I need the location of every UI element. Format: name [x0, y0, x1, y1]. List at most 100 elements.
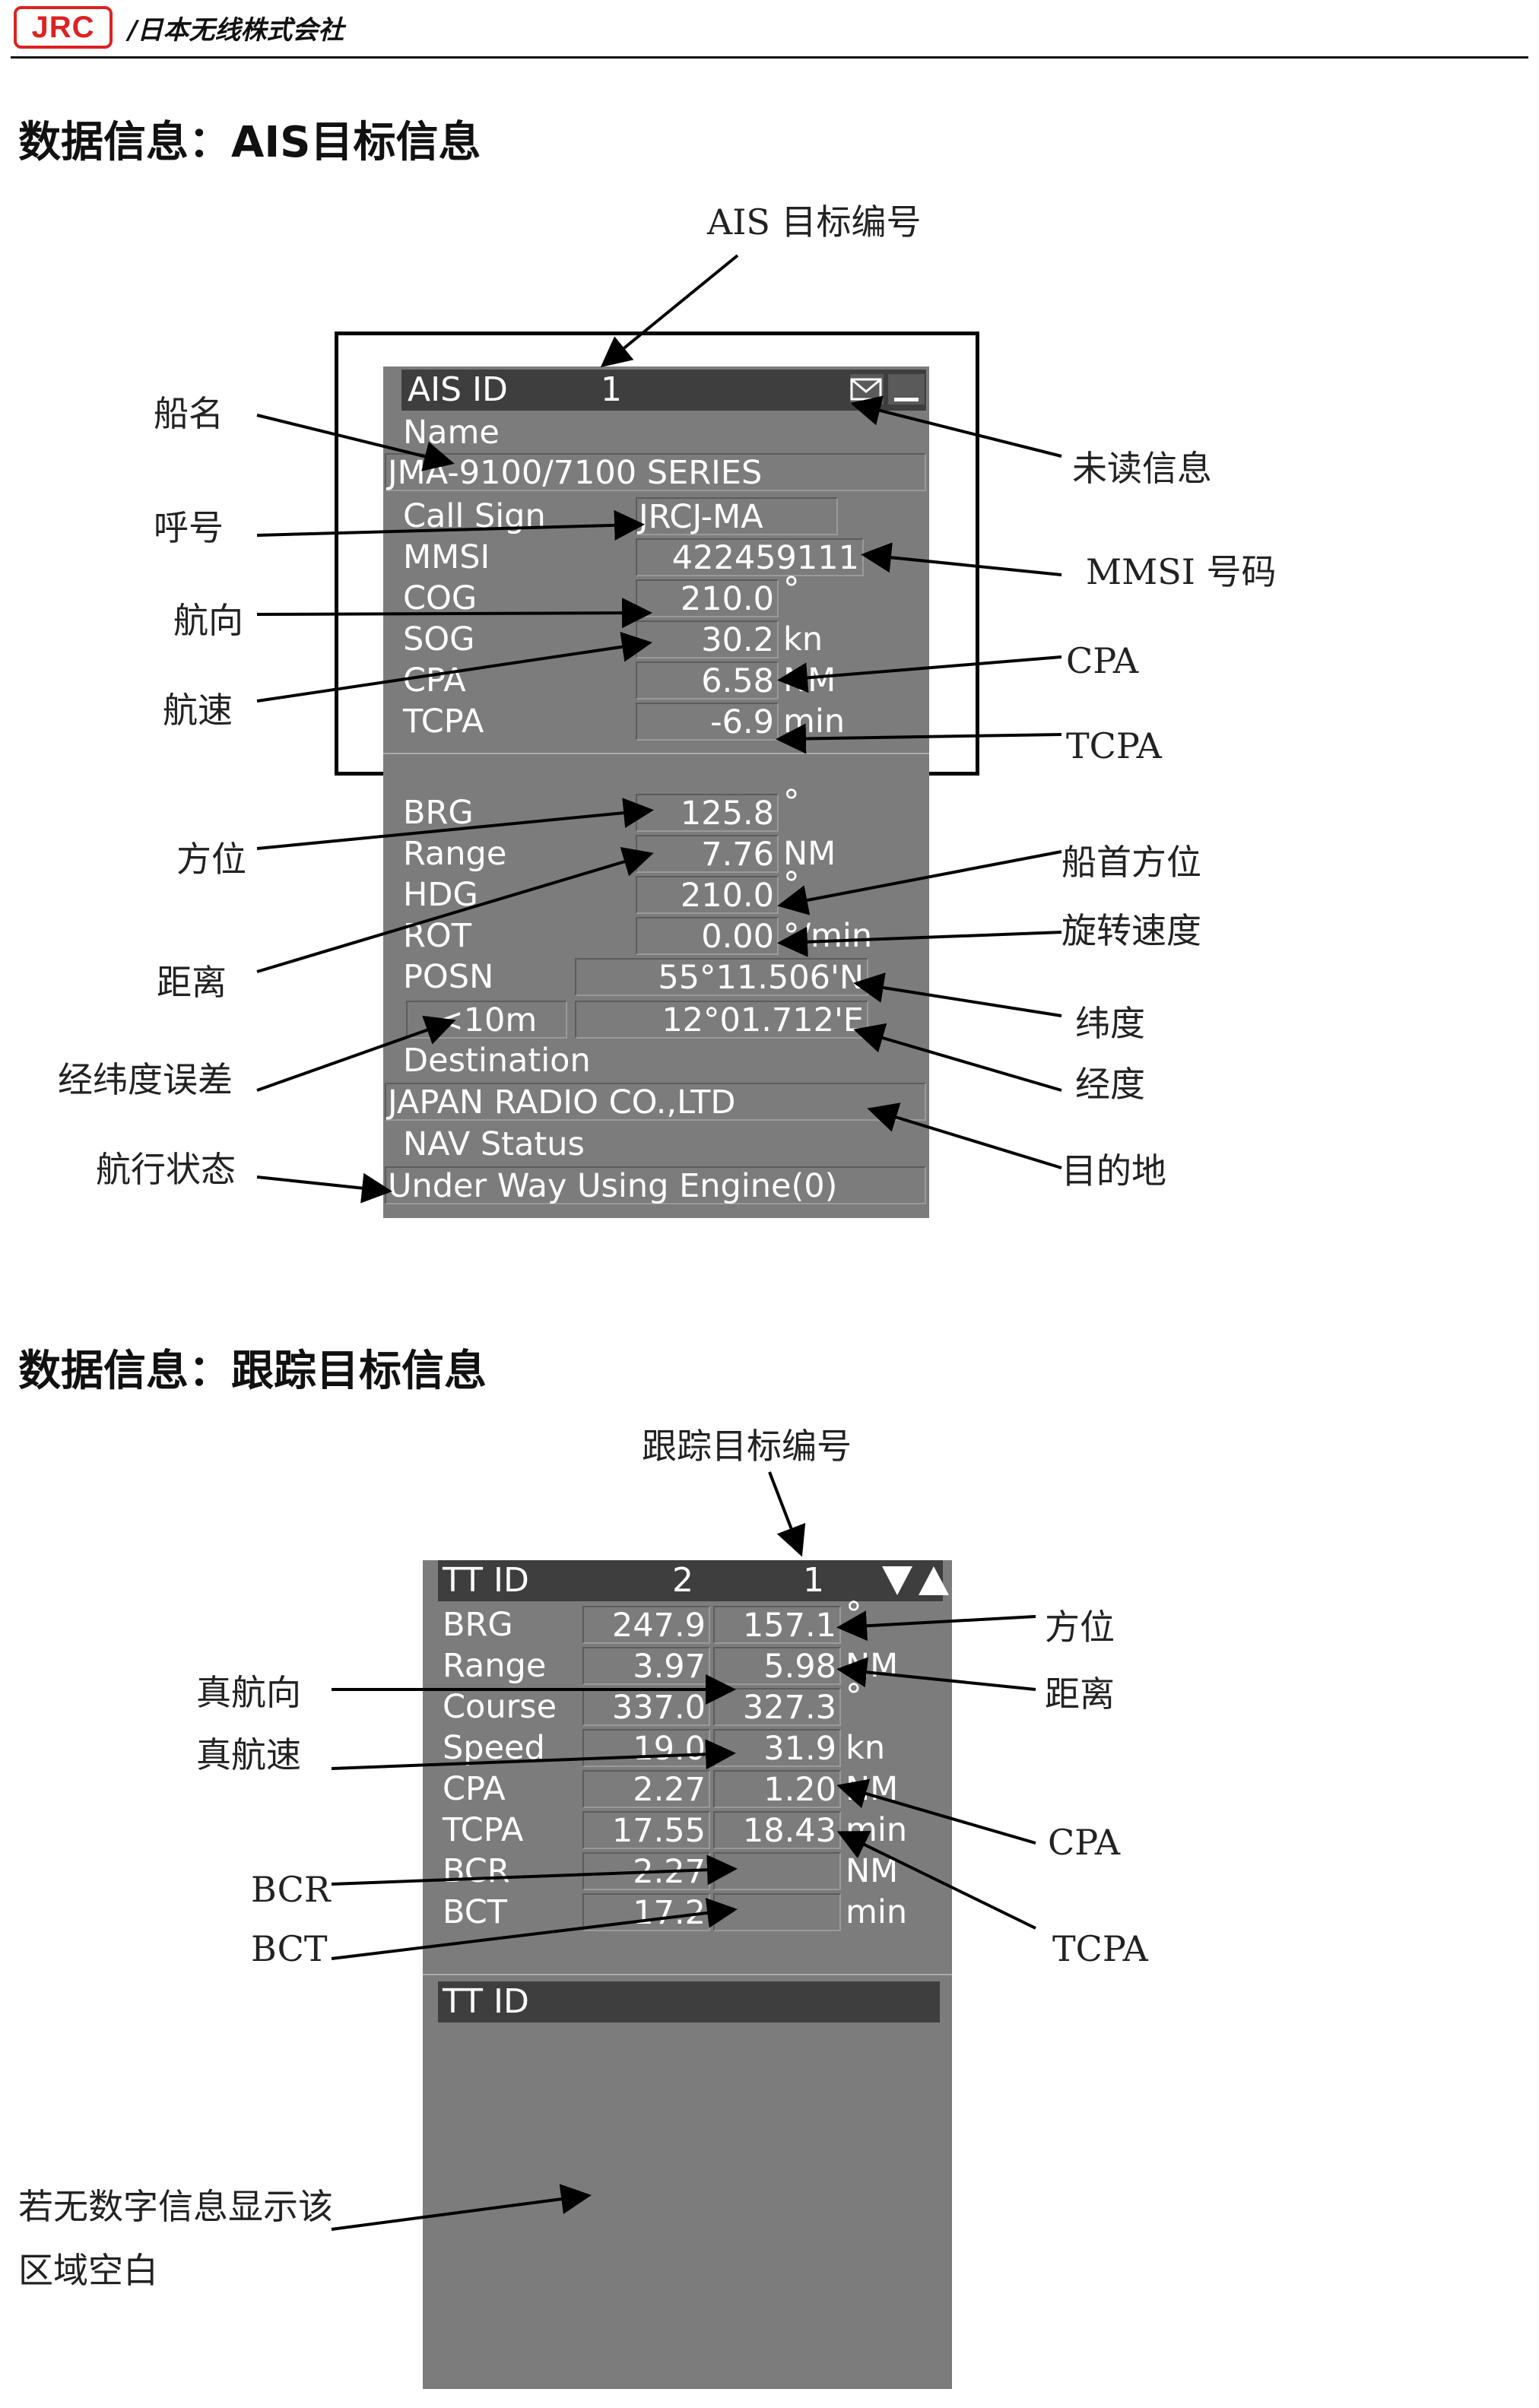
tt-target1-value: 5.98	[713, 1647, 841, 1685]
arrow-bcr	[331, 1854, 738, 1886]
arrow-tt-cpa	[836, 1778, 1036, 1845]
tt-title-bar: TT ID 2 1	[438, 1560, 949, 1601]
tt-target1-value: 18.43	[713, 1811, 841, 1849]
arrow-tt-range	[836, 1657, 1036, 1691]
sog-value: 30.2	[636, 620, 779, 658]
tt-target2-value: 19.0	[582, 1729, 710, 1767]
tt-row-label: Course	[443, 1688, 557, 1726]
arrow-cog	[256, 598, 652, 629]
tt-target2-value: 17.55	[582, 1811, 710, 1849]
arrow-true-speed	[331, 1739, 736, 1770]
tt-divider	[423, 1974, 952, 1975]
ais-title: AIS ID	[408, 370, 508, 409]
nav-status-label: NAV Status	[403, 1125, 585, 1163]
arrow-longitude	[853, 1023, 1062, 1092]
latitude-value: 55°11.506'N	[575, 958, 868, 996]
arrow-ais-id	[600, 254, 739, 368]
tt-row-unit: min	[846, 1893, 908, 1931]
cog-label: COG	[403, 579, 478, 617]
arrow-latitude	[853, 972, 1062, 1017]
cog-unit: °	[783, 570, 800, 608]
tt-id-2: 2	[672, 1561, 693, 1600]
tt-target2-value: 3.97	[582, 1647, 710, 1685]
brg-value: 125.8	[636, 794, 779, 832]
arrow-unread	[850, 395, 1062, 458]
callout-heading: 船首方位	[1061, 842, 1201, 883]
callout-tcpa: TCPA	[1066, 725, 1162, 766]
arrow-empty-note	[331, 2184, 592, 2231]
tt-row-label: TCPA	[443, 1811, 524, 1849]
callout-tt-brg: 方位	[1045, 1607, 1115, 1648]
arrow-sog	[256, 631, 652, 703]
cog-value: 210.0	[636, 579, 779, 617]
callout-true-speed: 真航速	[196, 1734, 301, 1775]
tt-row-label: CPA	[443, 1770, 506, 1808]
arrow-tcpa	[776, 723, 1062, 754]
document-header: JRC /日本无线株式会社	[14, 3, 344, 52]
company-name: /日本无线株式会社	[128, 14, 344, 46]
arrow-nav-status	[256, 1172, 392, 1204]
callout-nav-status: 航行状态	[96, 1149, 236, 1190]
callout-rot: 旋转速度	[1061, 910, 1201, 951]
tt-row-label: BRG	[443, 1606, 513, 1644]
tt-row-label: BCR	[443, 1852, 510, 1890]
nav-status-value: Under Way Using Engine(0)	[385, 1166, 926, 1204]
callout-cog: 航向	[173, 600, 243, 641]
arrow-destination	[867, 1102, 1062, 1169]
tt-target1-value: 31.9	[713, 1729, 841, 1767]
tt-second-title-bar: TT ID	[438, 1981, 940, 2023]
tt-row-unit: kn	[846, 1729, 886, 1767]
scroll-up-icon[interactable]	[917, 1563, 950, 1598]
tt-row-label: BCT	[443, 1893, 508, 1931]
callout-call-sign: 呼号	[154, 507, 224, 548]
callout-tt-id-number: 跟踪目标编号	[642, 1426, 852, 1467]
callout-range: 距离	[157, 962, 227, 1003]
tcpa-value: -6.9	[636, 703, 779, 741]
callout-position-error: 经纬度误差	[58, 1059, 233, 1100]
destination-label: Destination	[403, 1042, 591, 1080]
callout-tt-cpa: CPA	[1048, 1822, 1121, 1863]
callout-mmsi: MMSI 号码	[1086, 551, 1277, 592]
arrow-cpa	[777, 655, 1062, 693]
arrow-tt-id	[768, 1471, 806, 1557]
ais-id-value: 1	[601, 370, 622, 409]
arrow-rot	[777, 926, 1062, 957]
arrow-range	[256, 847, 654, 973]
ais-data-panel: AIS ID 1 Name JMA-9100/7100 SERIES Call …	[383, 366, 929, 1218]
cpa-label: CPA	[403, 661, 466, 700]
cpa-value: 6.58	[636, 661, 779, 700]
callout-ais-id-number: AIS 目标编号	[707, 201, 922, 243]
tt-row-label: Range	[443, 1647, 547, 1685]
mmsi-label: MMSI	[403, 538, 490, 576]
tt-target1-value: 1.20	[713, 1770, 841, 1808]
callout-brg: 方位	[176, 839, 246, 880]
minimize-icon[interactable]	[888, 374, 925, 405]
ais-section-title: 数据信息：AIS目标信息	[18, 118, 481, 167]
hdg-label: HDG	[403, 876, 478, 914]
jrc-logo: JRC	[14, 6, 113, 49]
call-sign-value: JRCJ-MA	[636, 497, 838, 535]
tt-section-title: 数据信息：跟踪目标信息	[18, 1347, 487, 1396]
brg-label: BRG	[403, 794, 474, 832]
arrow-heading	[777, 850, 1062, 915]
destination-value: JAPAN RADIO CO.,LTD	[385, 1083, 926, 1121]
callout-empty-note-line1: 若无数字信息显示该	[18, 2186, 333, 2227]
tt-target1-value: 327.3	[713, 1688, 841, 1726]
tt-second-title: TT ID	[443, 1982, 529, 2021]
hdg-value: 210.0	[636, 876, 779, 914]
arrow-tt-brg	[836, 1610, 1036, 1642]
brg-unit: °	[783, 783, 800, 821]
scroll-down-icon[interactable]	[881, 1563, 914, 1598]
tt-target1-value: 157.1	[713, 1606, 841, 1644]
callout-bcr: BCR	[251, 1869, 331, 1910]
callout-unread-message: 未读信息	[1072, 448, 1212, 489]
callout-empty-note-line2: 区域空白	[18, 2250, 158, 2291]
arrow-tt-tcpa	[836, 1831, 1036, 1930]
range-label: Range	[403, 835, 507, 873]
section-divider	[383, 753, 929, 754]
callout-cpa: CPA	[1066, 640, 1139, 681]
tt-target2-value: 2.27	[582, 1770, 710, 1808]
longitude-value: 12°01.712'E	[575, 1001, 868, 1039]
callout-longitude: 经度	[1075, 1064, 1145, 1105]
